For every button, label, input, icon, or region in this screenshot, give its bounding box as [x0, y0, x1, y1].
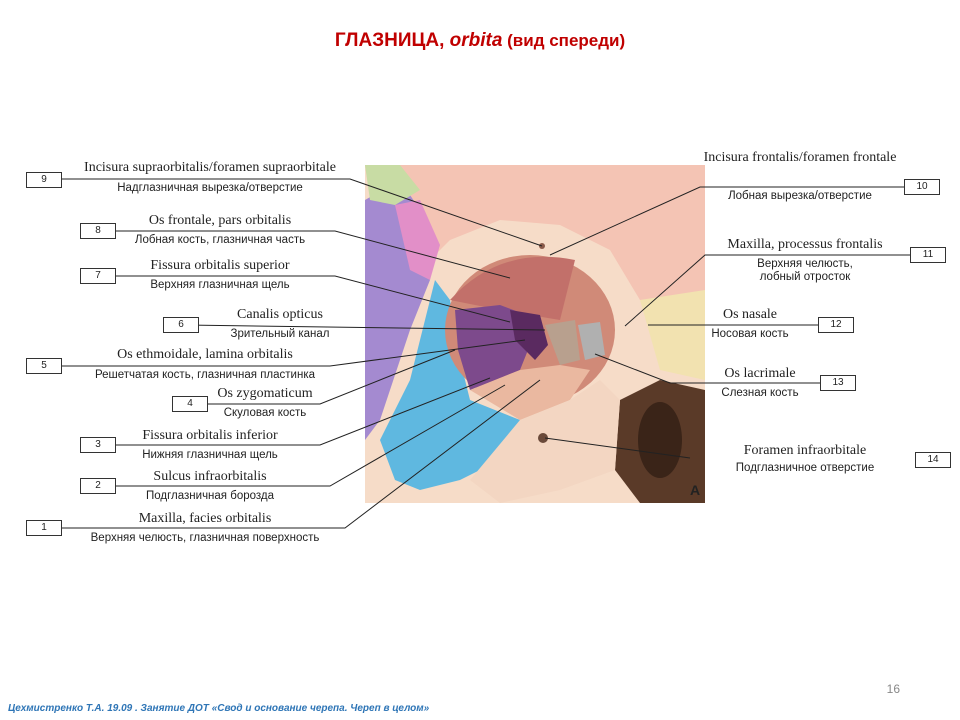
label-russian-6: Зрительный канал	[230, 328, 330, 340]
label-russian-2: Подглазничная борозда	[145, 490, 275, 502]
label-number-11: 11	[910, 247, 946, 263]
orbital-roof	[450, 256, 575, 320]
label-russian-12: Носовая кость	[711, 328, 789, 340]
label-latin-11: Maxilla, processus frontalis	[727, 237, 883, 252]
title-main: ГЛАЗНИЦА,	[334, 30, 450, 51]
label-russian-8: Лобная кость, глазничная часть	[134, 234, 306, 246]
label-latin-5: Os ethmoidale, lamina orbitalis	[117, 347, 293, 362]
label-latin-8: Os frontale, pars orbitalis	[148, 213, 292, 228]
nasal-bone	[640, 290, 705, 380]
label-latin-7: Fissura orbitalis superior	[150, 258, 290, 273]
label-number-5: 5	[26, 358, 62, 374]
infraorbital-foramen	[538, 433, 548, 443]
label-latin-10: Incisura frontalis/foramen frontale	[703, 150, 897, 165]
leader-lines	[48, 178, 912, 529]
skull-drawing	[365, 165, 705, 503]
page-number: 16	[886, 682, 900, 696]
label-latin-12: Os nasale	[722, 307, 778, 322]
label-latin-13: Os lacrimale	[724, 366, 796, 381]
label-latin-2: Sulcus infraorbitalis	[153, 469, 267, 484]
label-latin-9: Incisura supraorbitalis/foramen supraorb…	[84, 160, 336, 175]
label-number-8: 8	[80, 223, 116, 239]
label-number-12: 12	[818, 317, 854, 333]
figure-letter: A	[690, 482, 701, 498]
label-russian-5: Решетчатая кость, глазничная пластинка	[94, 369, 316, 381]
label-number-1: 1	[26, 520, 62, 536]
label-number-6: 6	[163, 317, 199, 333]
label-number-10: 10	[904, 179, 940, 195]
label-number-2: 2	[80, 478, 116, 494]
orbital-floor	[470, 365, 590, 420]
label-russian-14: Подглазничное отверстие	[735, 462, 875, 474]
page-title: ГЛАЗНИЦА, orbita (вид спереди)	[0, 30, 960, 52]
label-latin-6: Canalis opticus	[237, 307, 323, 322]
label-russian-13: Слезная кость	[721, 387, 799, 399]
fissure-superior-shadow	[510, 310, 548, 360]
lacrimal-bone	[578, 322, 605, 360]
label-russian-9: Надглазничная вырезка/отверстие	[117, 182, 303, 194]
title-latin: orbita	[449, 30, 503, 51]
label-latin-1: Maxilla, facies orbitalis	[138, 511, 272, 526]
label-number-7: 7	[80, 268, 116, 284]
nasal-cavity-shadow	[638, 402, 682, 478]
ethmoid-plate	[545, 320, 580, 365]
label-number-9: 9	[26, 172, 62, 188]
label-number-14: 14	[915, 452, 951, 468]
title-sub: (вид спереди)	[502, 31, 626, 50]
temporal-bone	[395, 200, 440, 280]
label-latin-3: Fissura orbitalis inferior	[142, 428, 278, 443]
parietal-bone	[365, 165, 420, 205]
label-number-3: 3	[80, 437, 116, 453]
label-latin-4: Os zygomaticum	[217, 386, 313, 401]
frontal-bone	[365, 165, 705, 300]
label-number-4: 4	[172, 396, 208, 412]
label-russian-3: Нижняя глазничная щель	[142, 449, 278, 461]
footer-citation: Цехмистренко Т.А. 19.09 . Занятие ДОТ «С…	[8, 703, 430, 714]
label-russian-10: Лобная вырезка/отверстие	[728, 190, 872, 202]
label-russian-1: Верхняя челюсть, глазничная поверхность	[90, 532, 320, 544]
label-russian-11: Верхняя челюсть, лобный отросток	[757, 258, 853, 283]
label-russian-4: Скуловая кость	[223, 407, 307, 419]
label-latin-14: Foramen infraorbitale	[743, 443, 867, 458]
label-russian-7: Верхняя глазничная щель	[150, 279, 290, 291]
label-number-13: 13	[820, 375, 856, 391]
